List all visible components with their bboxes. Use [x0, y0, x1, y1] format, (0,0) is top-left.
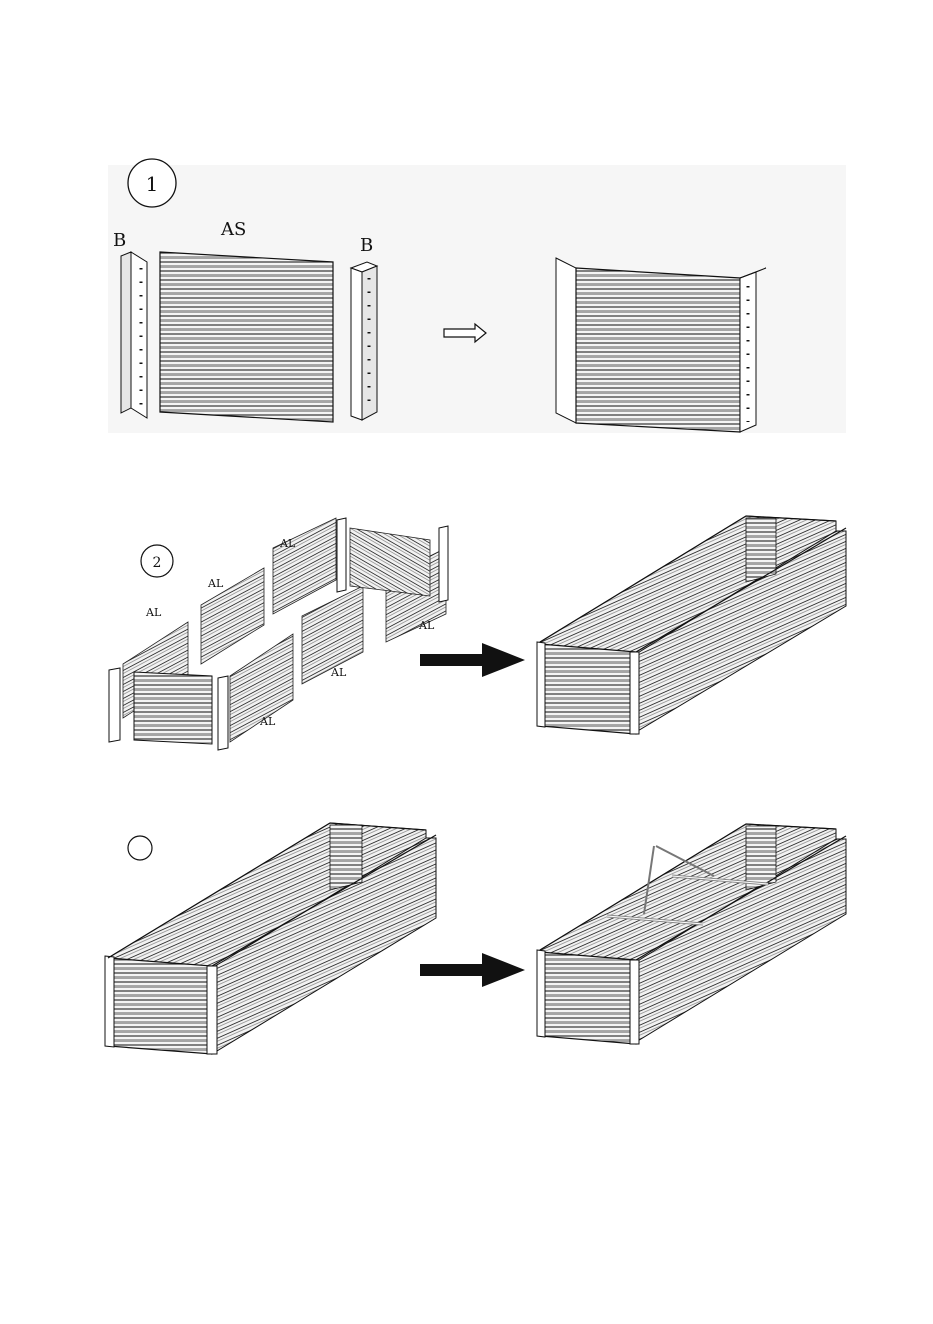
step-1: 1 B AS B: [108, 159, 846, 433]
step-3-number-circle: [128, 836, 152, 860]
step-2-number: 2: [153, 555, 162, 571]
label-al-1: AL: [279, 537, 296, 550]
label-al-6: AL: [259, 715, 276, 728]
label-side-b-left: B: [113, 230, 126, 251]
label-al-5: AL: [330, 666, 347, 679]
label-panel-as: AS: [220, 219, 246, 240]
side-piece-right: [351, 262, 377, 420]
label-al-4: AL: [418, 619, 435, 632]
panel-as: [160, 252, 333, 422]
assembled-wall: [556, 258, 766, 432]
assembled-bed-step-2: [537, 516, 846, 734]
step-2: 2 AL AL AL AL AL AL: [109, 516, 846, 750]
label-al-3: AL: [145, 606, 162, 619]
arrow-solid-step-3: [420, 953, 525, 987]
label-al-2: AL: [207, 577, 224, 590]
step-3: [105, 823, 846, 1054]
side-piece-left: [121, 252, 147, 418]
bed-before-braces: [105, 823, 436, 1054]
bed-with-braces: [537, 824, 846, 1044]
label-side-b-right: B: [360, 235, 373, 256]
step-1-number: 1: [146, 172, 159, 196]
arrow-solid-step-2: [420, 643, 525, 677]
